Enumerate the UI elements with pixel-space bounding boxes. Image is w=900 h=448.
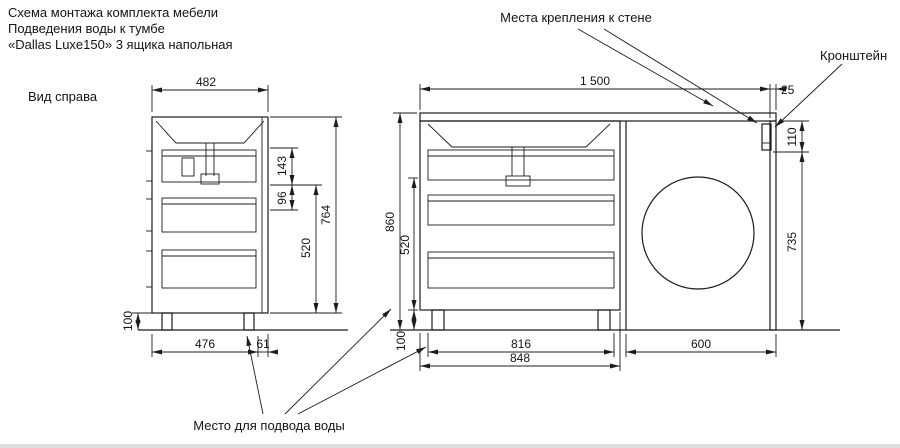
dim-text: 110 — [785, 127, 799, 146]
dim-text: 61 — [256, 337, 270, 351]
side-sink-basin — [155, 120, 265, 144]
leader-line — [577, 28, 714, 107]
dim-front-drawer-stack: 520 — [398, 177, 418, 311]
side-drawer-1 — [161, 149, 257, 183]
side-leg-back — [243, 312, 255, 331]
dim-side-drawer-front: 143 — [270, 147, 322, 186]
bracket-label: Кронштейн — [820, 48, 887, 63]
side-drawer-1-detail — [181, 157, 195, 177]
dim-front-leg-height: 100 — [394, 310, 417, 351]
leader-line — [774, 63, 843, 128]
side-drawer-2 — [161, 197, 257, 233]
front-view-drawing — [390, 112, 840, 331]
side-leg-front — [161, 312, 173, 331]
dim-text: 143 — [275, 156, 289, 176]
page-edge — [0, 444, 900, 448]
bracket-callout: Кронштейн — [774, 48, 887, 128]
dim-front-bracket-offset: 110 — [773, 120, 809, 153]
dim-text: 96 — [275, 191, 289, 205]
dim-text: 100 — [394, 331, 408, 351]
leader-line — [297, 346, 427, 415]
dim-text: 600 — [691, 337, 711, 351]
wall-bracket — [761, 123, 772, 151]
dim-front-total-width: 1 500 — [419, 74, 771, 118]
side-view-drawing — [138, 116, 348, 331]
dim-text: 520 — [299, 238, 313, 258]
side-cabinet-body — [151, 116, 269, 314]
water-supply-callout: Место для подвода воды — [193, 308, 427, 433]
dim-text: 735 — [785, 232, 799, 252]
leader-line — [246, 335, 264, 415]
dim-front-overhang: 25 — [770, 83, 795, 110]
dim-text: 25 — [781, 83, 795, 97]
dim-front-total-height: 860 — [383, 112, 417, 330]
dim-text: 764 — [319, 205, 333, 225]
leader-line — [284, 308, 392, 415]
dim-side-leg-height: 100 — [121, 311, 160, 331]
dim-text: 860 — [383, 212, 397, 232]
dim-front-drawer-width: 816 — [427, 333, 615, 357]
wall-mount-callout: Места крепления к стене — [500, 10, 758, 124]
front-drawer-1 — [427, 149, 615, 181]
front-cabinet-body — [419, 120, 621, 311]
front-sink-basin — [427, 123, 611, 148]
washer-space-circle — [641, 176, 755, 290]
title-line-2: Подведения воды к тумбе — [8, 21, 165, 36]
dim-text: 520 — [398, 235, 412, 255]
dim-front-washer-width: 600 — [625, 334, 777, 357]
dim-text: 848 — [510, 351, 530, 365]
title-line-3: «Dallas Luxe150» 3 ящика напольная — [8, 37, 233, 52]
wall-mount-label: Места крепления к стене — [500, 10, 652, 25]
dim-text: 1 500 — [580, 74, 610, 88]
side-drawer-front-ticks — [146, 150, 152, 288]
leader-line — [603, 28, 758, 124]
water-supply-label: Место для подвода воды — [193, 418, 345, 433]
dim-side-bottom: 476 61 — [151, 334, 278, 357]
front-drawer-3 — [427, 251, 615, 289]
dim-text: 100 — [121, 311, 135, 331]
dim-text: 476 — [195, 337, 215, 351]
side-view-label: Вид справа — [28, 89, 98, 104]
dim-front-cabinet-width: 848 — [419, 312, 621, 371]
dim-text: 816 — [511, 337, 531, 351]
front-countertop — [419, 112, 777, 122]
dim-text: 482 — [196, 75, 216, 89]
dim-front-right-height: 735 — [785, 152, 805, 330]
dim-side-top-width: 482 — [151, 75, 269, 112]
front-leg-left — [431, 309, 445, 331]
dim-side-body-height: 764 — [270, 116, 342, 314]
front-drawer-2 — [427, 194, 615, 226]
side-siphon — [200, 173, 220, 185]
dim-side-drawer-stack: 520 — [299, 185, 319, 313]
front-leg-right — [597, 309, 611, 331]
title-line-1: Схема монтажа комплекта мебели — [8, 5, 218, 20]
dim-side-gap: 96 — [270, 185, 298, 211]
side-drawer-3 — [161, 249, 257, 289]
front-siphon — [505, 175, 531, 187]
title-block: Схема монтажа комплекта мебели Подведени… — [8, 5, 233, 52]
